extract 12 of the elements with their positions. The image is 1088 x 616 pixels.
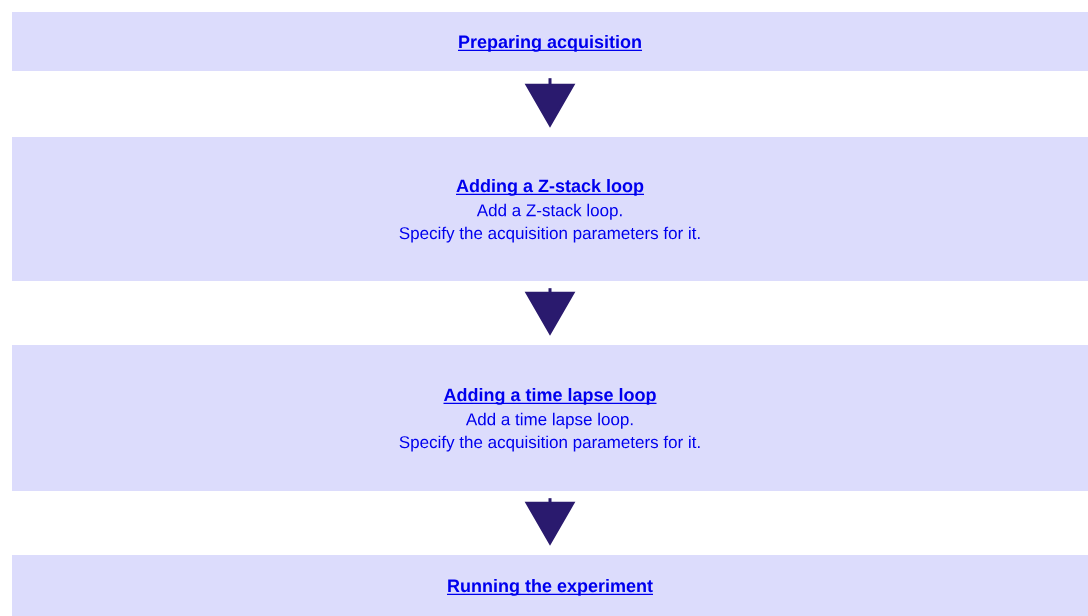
description-text: Specify the acquisition parameters for it. <box>399 226 700 243</box>
step-band <box>12 345 1088 491</box>
link-heading: Adding a Z-stack loop <box>455 178 645 196</box>
link-heading: Running the experiment <box>446 578 654 596</box>
step-band <box>12 12 1088 71</box>
link-heading: Adding a time lapse loop <box>442 387 658 405</box>
step-band <box>12 555 1088 616</box>
step-band <box>12 137 1088 281</box>
description-text: Add a Z-stack loop. <box>476 203 622 220</box>
description-text: Specify the acquisition parameters for it. <box>399 435 700 452</box>
description-text: Add a time lapse loop. <box>465 412 633 429</box>
link-heading: Preparing acquisition <box>457 34 643 52</box>
